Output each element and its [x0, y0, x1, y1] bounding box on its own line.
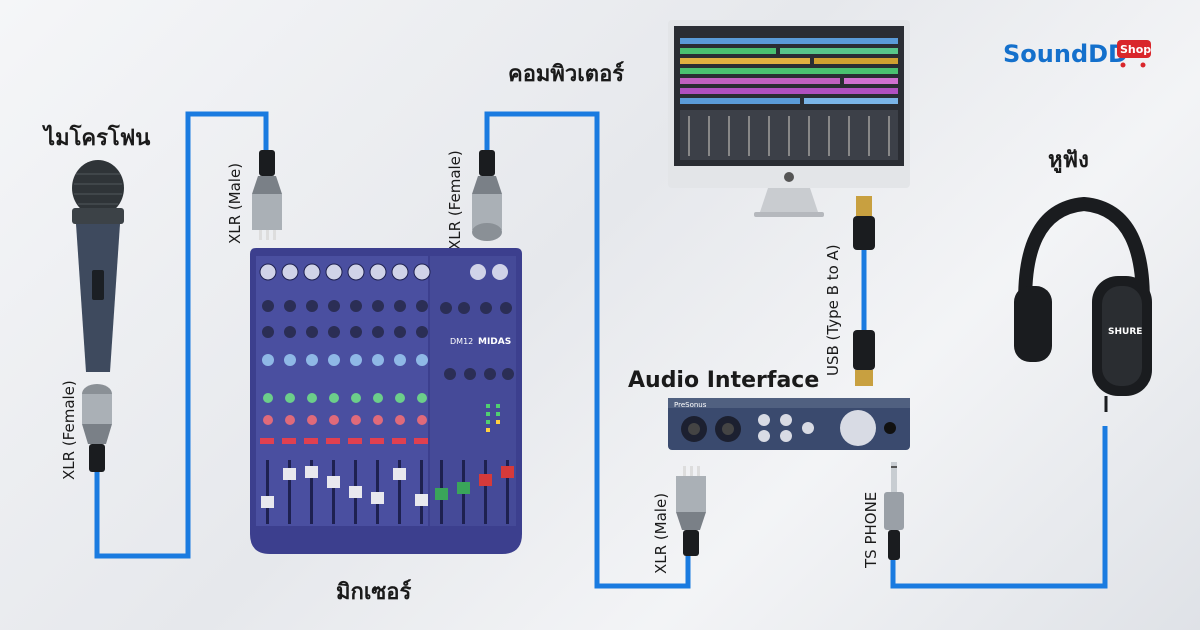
headphone-brand-text: SHURE	[1108, 327, 1142, 337]
interface-input-connector-label: XLR (Male)	[652, 492, 670, 574]
brand-name: SoundDD	[1003, 40, 1128, 68]
cable-mixer-to-interface	[484, 111, 691, 589]
xlr-female-plug-icon	[82, 384, 112, 472]
xlr-male-plug-icon	[676, 466, 706, 556]
mixer-model-text: DM12	[450, 337, 473, 346]
mixer-input-connector-label: XLR (Male)	[226, 162, 244, 244]
usb-a-plug-icon	[853, 196, 875, 250]
microphone-icon	[72, 160, 124, 372]
headphones-label: หูฟัง	[1048, 148, 1089, 173]
audio-interface-label: Audio Interface	[628, 368, 820, 393]
xlr-male-plug-icon	[252, 150, 282, 240]
cable-interface-to-headphones	[890, 426, 1108, 589]
xlr-female-plug-icon	[472, 150, 502, 241]
usb-connector-label: USB (Type B to A)	[824, 244, 842, 376]
brand-suffix: Shop	[1120, 43, 1151, 56]
mic-connector-label: XLR (Female)	[60, 380, 78, 480]
mixer-brand-text: MIDAS	[478, 337, 511, 347]
usb-b-plug-icon	[853, 330, 875, 386]
mixer-icon: DM12 MIDAS	[250, 248, 522, 554]
headphone-jack-label: TS PHONE	[862, 491, 880, 568]
mixer-label: มิกเซอร์	[336, 580, 412, 605]
computer-icon	[668, 20, 910, 217]
computer-label: คอมพิวเตอร์	[508, 62, 625, 87]
headphones-icon: SHURE	[1014, 196, 1152, 412]
brand-logo: SoundDD Shop	[1003, 38, 1153, 74]
cable-mic-to-mixer	[94, 111, 269, 559]
microphone-label: ไมโครโฟน	[44, 126, 151, 151]
ts-phone-plug-icon	[884, 462, 904, 560]
audio-interface-icon: PreSonus	[668, 398, 910, 450]
interface-brand-text: PreSonus	[674, 401, 707, 409]
mixer-output-connector-label: XLR (Female)	[446, 150, 464, 250]
